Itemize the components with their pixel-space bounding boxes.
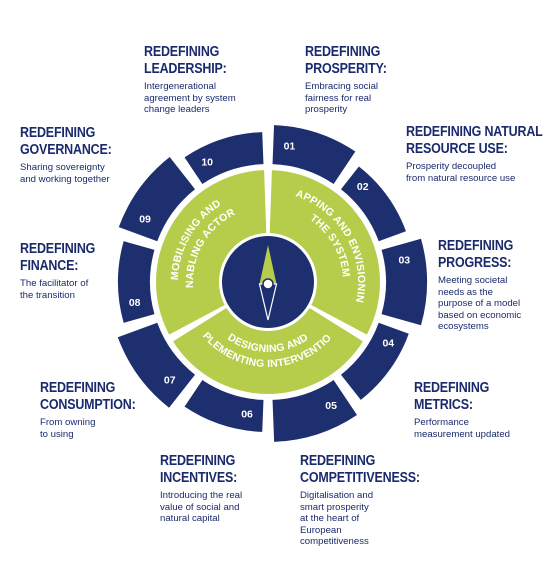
segment-number-10: 10	[201, 157, 213, 169]
segment-10	[184, 132, 264, 184]
segment-number-01: 01	[284, 141, 296, 153]
segment-number-09: 09	[139, 213, 151, 225]
segment-07	[117, 322, 196, 408]
sector-3	[155, 170, 267, 335]
segment-08	[117, 241, 155, 323]
segment-number-06: 06	[241, 408, 253, 420]
segment-02	[340, 166, 406, 242]
sector-2	[173, 307, 363, 394]
segment-06	[184, 380, 264, 432]
segment-04	[340, 322, 409, 400]
segment-number-08: 08	[129, 297, 141, 309]
sector-1	[269, 170, 380, 335]
compass-needle-north	[259, 245, 277, 284]
segment-number-05: 05	[325, 400, 337, 412]
segment-03	[381, 238, 427, 326]
segment-number-02: 02	[357, 181, 369, 193]
compass-icon	[262, 278, 274, 290]
segment-09	[118, 157, 196, 242]
segment-05	[272, 380, 358, 442]
segment-number-03: 03	[398, 254, 410, 266]
segment-number-04: 04	[382, 337, 394, 349]
segment-number-07: 07	[164, 374, 176, 386]
segment-01	[272, 125, 356, 184]
